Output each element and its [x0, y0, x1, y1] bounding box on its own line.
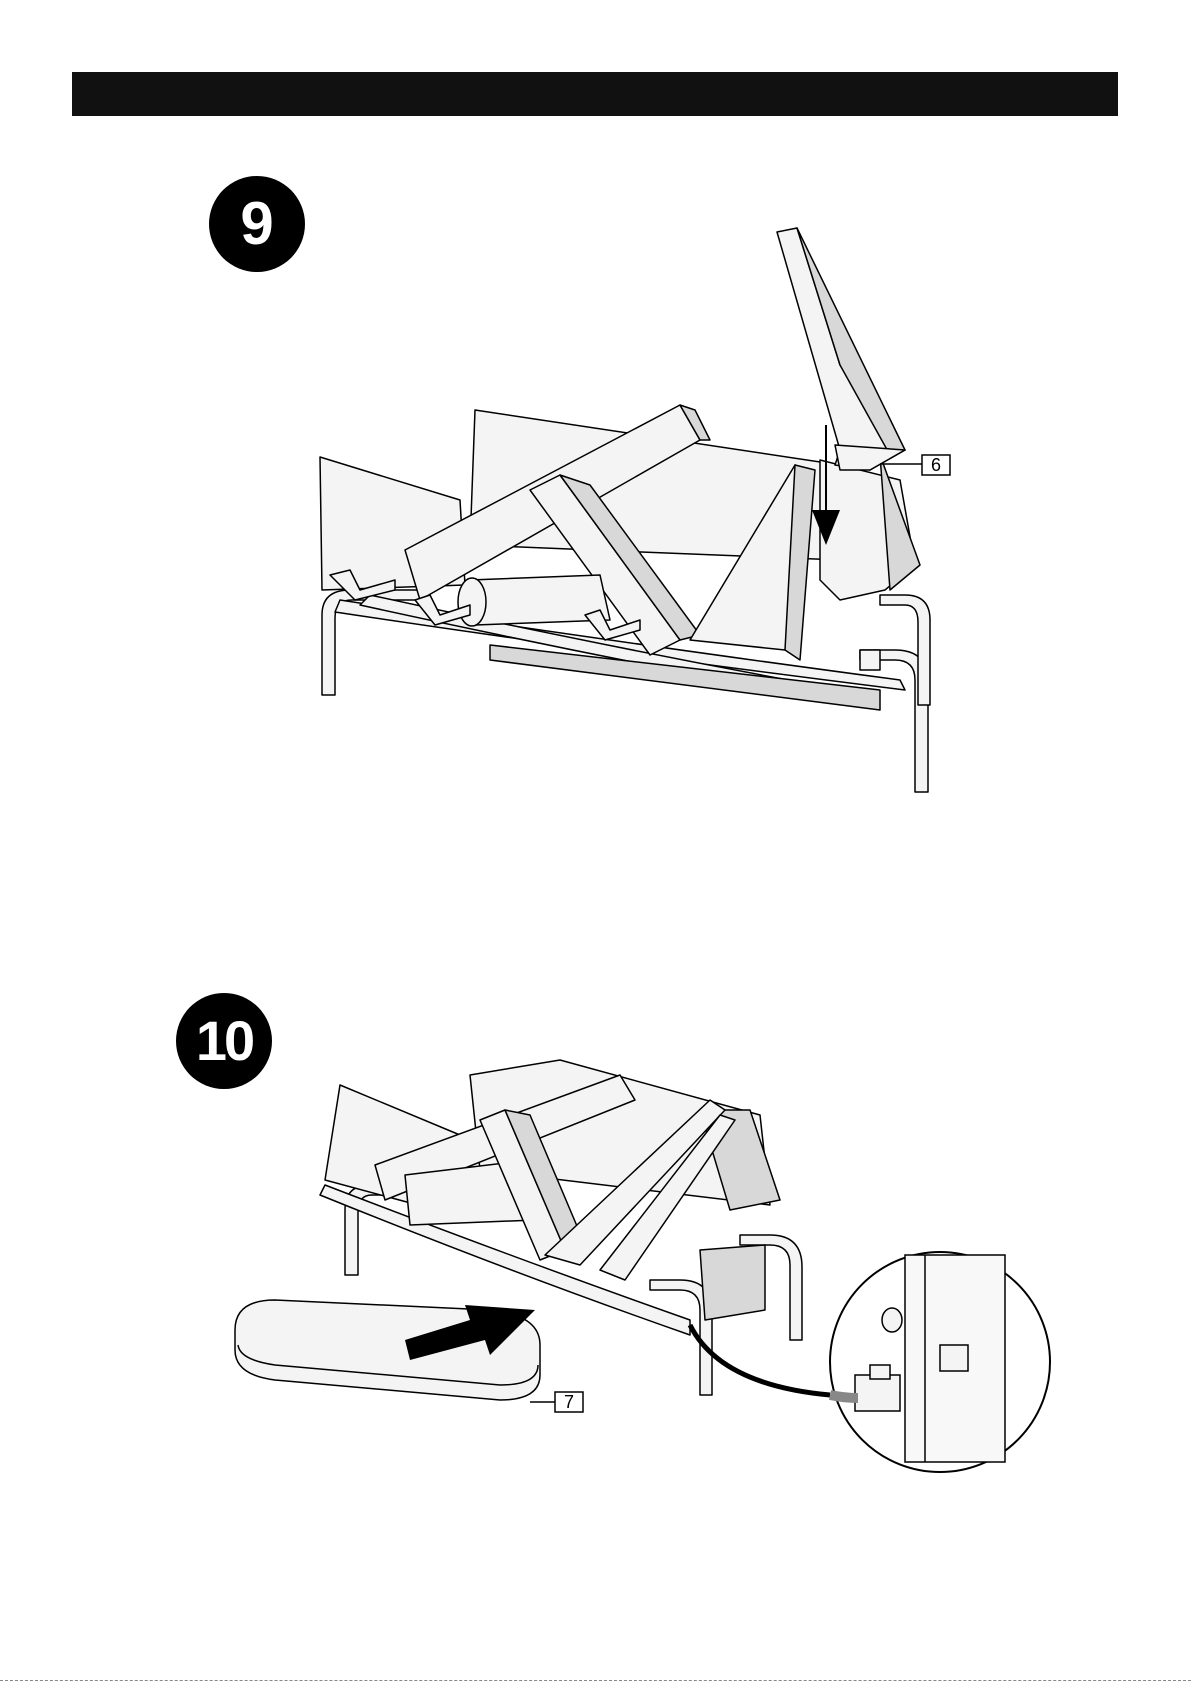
callout-label: 7 — [564, 1392, 574, 1412]
page-bottom-rule — [0, 1680, 1191, 1681]
step-10-fuel-bed-illustration: 7 — [0, 0, 1191, 1500]
